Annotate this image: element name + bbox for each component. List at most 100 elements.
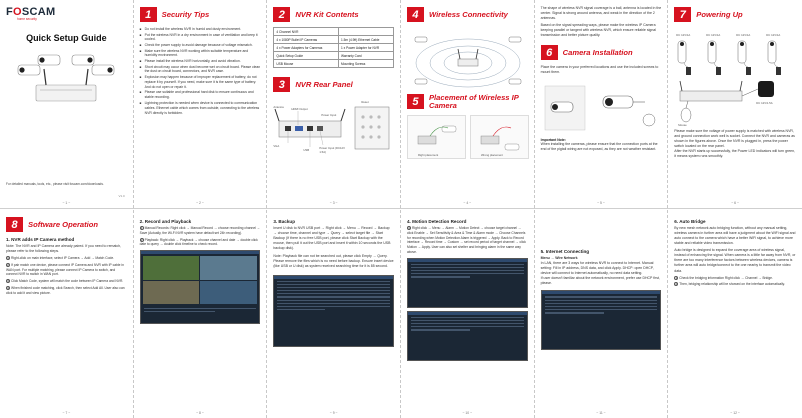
menu-path: Menu → Wire Network: [540, 256, 578, 260]
backup-screenshot: [273, 274, 394, 347]
power-text: Please make sure the voltage of power su…: [674, 129, 795, 149]
security-tip: Put the wireless NVR in a dry environmen…: [140, 33, 261, 43]
label-reset: Reset: [361, 100, 369, 104]
section-badge: 8: [6, 217, 23, 232]
adapter-label-4: DC 12V/1A: [766, 33, 781, 37]
important-note-title: Important Note:: [540, 137, 566, 142]
kit-row: 4 Channel NVR: [273, 27, 394, 36]
motion-screenshot-2: [406, 310, 528, 361]
bottom-row: 8 Software Operation 1. NVR adds IP Camer…: [0, 210, 802, 418]
backup-note: Note: Playback file can not be searched …: [273, 254, 394, 269]
page-number: ~ 9 ~: [329, 411, 338, 415]
pairing-note: Note: The NVR and IP Camera are already …: [6, 244, 122, 254]
adapter-label-1: DC 12V/1A: [676, 33, 691, 37]
logo-tagline: home security: [17, 17, 37, 21]
internet-connecting-panel: 5. Internet Connecting Menu → Wire Netwo…: [535, 210, 669, 418]
network-screenshot: [540, 290, 662, 351]
camera-installation-panel: The shape of wireless NVR signal coverag…: [535, 0, 669, 208]
subsection-title: 2. Record and Playback: [139, 219, 192, 224]
label-power: Power Input: [321, 113, 337, 117]
installation-text: Place the camera in your preferred locat…: [540, 65, 659, 75]
auto-bridge-panel: 6. Auto Bridge By new mesh network auto …: [668, 210, 802, 418]
kit-cell: 1 x Power Adapter for NVR: [337, 43, 394, 52]
security-tips-list: Do not install the wireless NVR in humid…: [140, 27, 261, 116]
subsection-title: 3. Backup: [273, 219, 296, 224]
section-badge: 7: [674, 7, 692, 22]
motion-screenshot-1: [406, 257, 528, 308]
security-tip: Explosion may happen because of improper…: [140, 75, 261, 90]
security-tip: Check the power supply to avoid damage b…: [140, 43, 261, 48]
mount-diagram: [540, 79, 662, 136]
kit-cell: Warranty Card: [337, 51, 394, 60]
section-badge: 6: [540, 45, 558, 61]
coverage-description-2: Based on the signal spreading ways, plea…: [540, 23, 656, 38]
security-tip: Lightning protection is needed when devi…: [140, 101, 261, 116]
backup-text: Insert U disk to NVR USB port → Right cl…: [273, 226, 391, 251]
nvr-adapter-label: DC 12V/1.5A: [756, 101, 773, 105]
auto-bridge-text-2: Auto bridge is designed to expand the co…: [674, 248, 796, 273]
wireless-coverage-diagram: [406, 27, 528, 91]
power-text-2: After the NVR starts up successfully, th…: [674, 149, 796, 159]
section-title: Wireless Connectivity: [428, 9, 508, 19]
software-operation-panel: 8 Software Operation 1. NVR adds IP Camer…: [0, 210, 134, 418]
subsection-title: 4. Motion Detection Record: [406, 219, 467, 224]
kit-cell: 4 x Power Adapters for Cameras: [273, 43, 339, 52]
subsection-title: 5. Internet Connecting: [540, 249, 590, 254]
label-hdmi: HDMI Output: [291, 107, 308, 111]
section-title: Software Operation: [28, 219, 99, 229]
caption-wrong: Wrong placement: [480, 152, 503, 157]
internet-text-2: If user doesn't familiar about the netwo…: [540, 276, 660, 286]
kit-cell: 4 x 1080P Bullet IP Cameras: [273, 35, 339, 44]
right-placement-figure: Right placement: [406, 114, 466, 159]
label-usb: USB: [303, 148, 310, 152]
security-tip: Short circuit may occur when dust become…: [140, 65, 261, 75]
kit-cell: USB Mouse: [273, 59, 339, 68]
kit-cell: [337, 27, 394, 36]
section-badge: 2: [273, 7, 291, 22]
section-title: Security Tips: [161, 9, 210, 19]
kit-cell: Quick Setup Guide: [273, 51, 339, 60]
version-label: V1.0: [118, 194, 125, 198]
adapter-label-2: DC 12V/1A: [706, 33, 721, 37]
kit-cell: 1.5m (4.9ft) Ethernet Cable: [337, 35, 394, 44]
security-tip: Make sure the wireless NVR working withi…: [140, 49, 261, 59]
security-tip: Please use suitable and professional har…: [140, 90, 261, 100]
section-title: NVR Rear Panel: [295, 79, 353, 89]
nvr-kit-image: [16, 51, 116, 107]
page-number: ~ 2 ~: [196, 201, 204, 205]
security-tip: Please install the wireless NVR horizont…: [140, 59, 261, 64]
label-vga: VGA: [273, 144, 280, 148]
subsection-title: 1. NVR adds IP Camera method: [6, 237, 75, 242]
auto-bridge-text: By new mesh network auto bridging functi…: [674, 226, 796, 246]
section-title: Placement of Wireless IP Camera: [428, 93, 519, 110]
subsection-title: 6. Auto Bridge: [674, 219, 706, 224]
security-tip: Do not install the wireless NVR in humid…: [140, 27, 261, 32]
page-number: ~ 7 ~: [62, 411, 71, 415]
cover-panel: FOSCAM home security Quick Setup Guide: [0, 0, 134, 208]
page-number: ~ 6 ~: [731, 201, 739, 205]
page-number: ~ 5 ~: [597, 201, 605, 205]
internet-text: In LAN, there are 3 ways for wireless NV…: [540, 261, 654, 276]
section-badge: 4: [406, 7, 424, 22]
cover-footer: For detailed manuals, tools, etc., pleas…: [6, 182, 104, 186]
power-diagram: DC 12V/1A DC 12V/1A DC 12V/1A DC 12V/1A …: [674, 27, 796, 129]
kit-cell: 4 Channel NVR: [273, 27, 339, 36]
page-number: ~ 11 ~: [596, 411, 606, 415]
section-title: Camera Installation: [562, 47, 633, 57]
